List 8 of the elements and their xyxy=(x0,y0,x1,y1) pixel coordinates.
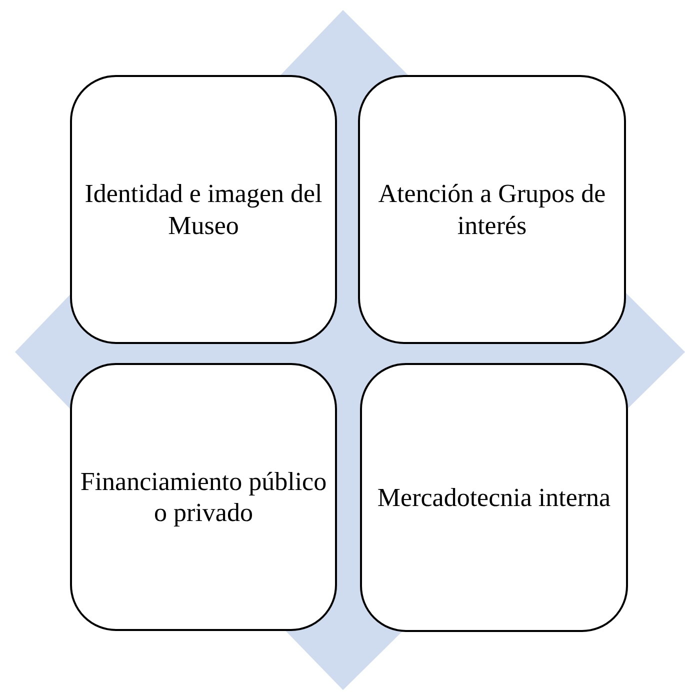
rounded-box xyxy=(70,363,337,631)
box-label: Mercadotecnia interna xyxy=(376,482,612,514)
box-label: Financiamiento público o privado xyxy=(79,466,328,528)
rounded-box xyxy=(358,75,626,344)
box-label: Atención a Grupos de interés xyxy=(377,178,607,241)
rounded-box xyxy=(70,75,337,344)
box-label: Identidad e imagen del Museo xyxy=(84,178,324,241)
rounded-box xyxy=(360,363,628,632)
